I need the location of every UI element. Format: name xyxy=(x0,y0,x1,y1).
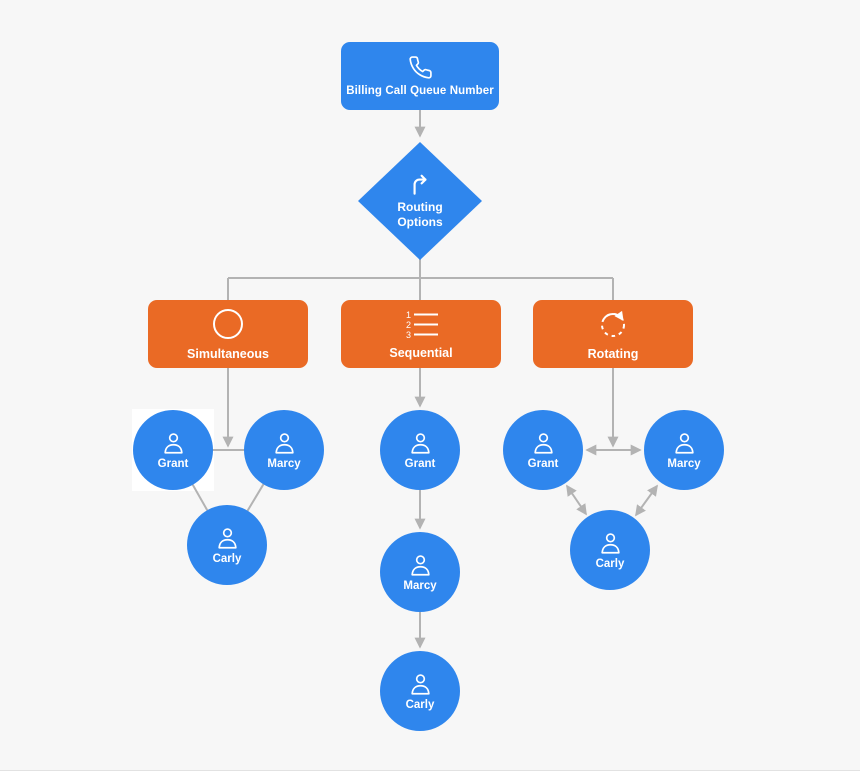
svg-text:3: 3 xyxy=(406,330,411,339)
agent-simultaneous-marcy[interactable]: Marcy xyxy=(244,410,324,490)
person-icon xyxy=(163,433,183,454)
svg-text:2: 2 xyxy=(406,320,411,330)
agent-rotating-grant[interactable]: Grant xyxy=(503,410,583,490)
agent-simultaneous-grant[interactable]: Grant xyxy=(133,410,213,490)
agent-rotating-carly[interactable]: Carly xyxy=(570,510,650,590)
node-label: Rotating xyxy=(587,346,639,361)
person-icon xyxy=(274,433,294,454)
agent-name: Carly xyxy=(405,699,435,711)
node-label: Sequential xyxy=(389,345,453,360)
person-icon xyxy=(410,433,430,454)
arrow-rot-marcy-carly xyxy=(635,484,658,517)
agent-sequential-grant[interactable]: Grant xyxy=(380,410,460,490)
node-label: Routing Options xyxy=(397,200,443,229)
node-mode-sequential[interactable]: 1 2 3 Sequential xyxy=(341,300,501,368)
agent-sequential-carly[interactable]: Carly xyxy=(380,651,460,731)
person-icon xyxy=(410,674,430,695)
agent-name: Grant xyxy=(527,458,559,470)
person-icon xyxy=(410,555,430,576)
person-icon xyxy=(674,433,694,454)
agent-simultaneous-carly[interactable]: Carly xyxy=(187,505,267,585)
agent-name: Marcy xyxy=(267,458,301,470)
agent-name: Carly xyxy=(212,553,242,565)
node-label: Billing Call Queue Number xyxy=(346,85,494,97)
agent-sequential-marcy[interactable]: Marcy xyxy=(380,532,460,612)
phone-icon xyxy=(408,56,432,79)
agent-name: Grant xyxy=(157,458,189,470)
rotate-icon xyxy=(601,310,625,337)
node-billing-call-queue[interactable]: Billing Call Queue Number xyxy=(341,42,499,110)
agent-name: Grant xyxy=(404,458,436,470)
branch-arrow-icon xyxy=(413,174,427,195)
node-mode-simultaneous[interactable]: Simultaneous xyxy=(148,300,308,368)
agent-name: Carly xyxy=(595,558,625,570)
person-icon xyxy=(600,533,620,554)
agent-rotating-marcy[interactable]: Marcy xyxy=(644,410,724,490)
agent-name: Marcy xyxy=(403,580,437,592)
agent-name: Marcy xyxy=(667,458,701,470)
node-label: Simultaneous xyxy=(187,346,269,361)
node-mode-rotating[interactable]: Rotating xyxy=(533,300,693,368)
person-icon xyxy=(533,433,553,454)
person-icon xyxy=(217,528,237,549)
circle-icon xyxy=(213,308,243,339)
svg-text:1: 1 xyxy=(406,310,411,320)
numbered-list-icon: 1 2 3 xyxy=(406,310,438,339)
arrow-rot-grant-carly xyxy=(566,484,587,516)
